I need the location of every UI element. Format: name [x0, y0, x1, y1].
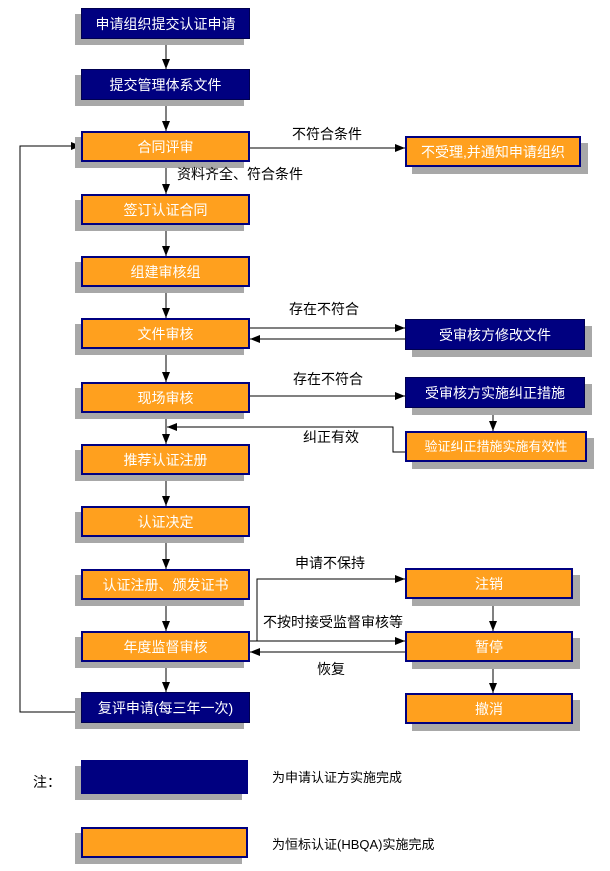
- flow-node-recommend-registration: 推荐认证注册: [81, 444, 250, 475]
- flow-node-suspend: 暂停: [405, 631, 573, 662]
- edge-label-qualified: 资料齐全、符合条件: [177, 166, 303, 182]
- flow-node-annual-surveillance-audit: 年度监督审核: [81, 631, 250, 662]
- edge-label-nonconformity-found-site: 存在不符合: [293, 371, 363, 387]
- flow-node-document-audit: 文件审核: [81, 318, 250, 349]
- legend-label-hbqa: 为恒标认证(HBQA)实施完成: [272, 837, 435, 852]
- legend-swatch-orange: [81, 827, 248, 858]
- flow-node-auditee-corrective-actions: 受审核方实施纠正措施: [405, 377, 585, 408]
- flow-node-revoke: 撤消: [405, 693, 573, 724]
- flow-node-onsite-audit: 现场审核: [81, 382, 250, 413]
- edge-label-nonconformity-found-doc: 存在不符合: [289, 301, 359, 317]
- flow-node-register-issue-certificate: 认证注册、颁发证书: [81, 569, 250, 600]
- flow-node-certification-decision: 认证决定: [81, 506, 250, 537]
- legend-swatch-navy: [81, 760, 248, 794]
- flow-node-reject-notify: 不受理,并通知申请组织: [405, 136, 581, 167]
- edge-label-not-maintain: 申请不保持: [295, 555, 365, 571]
- edge-label-correction-effective: 纠正有效: [303, 429, 359, 445]
- edge-label-not-qualified: 不符合条件: [292, 126, 362, 142]
- edge-label-miss-surveillance: 不按时接受监督审核等: [263, 614, 403, 630]
- legend-label-applicant: 为申请认证方实施完成: [272, 770, 403, 785]
- flow-node-submit-application: 申请组织提交认证申请: [81, 8, 250, 39]
- flow-node-contract-review: 合同评审: [81, 131, 250, 162]
- flow-node-reassessment-application: 复评申请(每三年一次): [81, 692, 250, 723]
- edge-label-resume: 恢复: [317, 661, 345, 677]
- flow-node-deregister: 注销: [405, 568, 573, 599]
- flow-node-sign-contract: 签订认证合同: [81, 194, 250, 225]
- legend-note: 注：: [33, 774, 61, 790]
- flow-node-auditee-revise-documents: 受审核方修改文件: [405, 319, 585, 350]
- flow-node-verify-corrective-actions: 验证纠正措施实施有效性: [405, 431, 587, 462]
- flow-node-submit-system-documents: 提交管理体系文件: [81, 69, 250, 100]
- flow-node-form-audit-team: 组建审核组: [81, 256, 250, 287]
